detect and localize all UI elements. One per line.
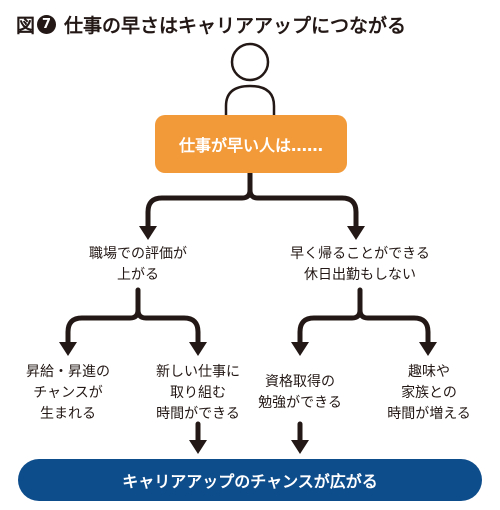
figure-number-badge: 7 — [37, 14, 57, 34]
label-new-work-time: 新しい仕事に 取り組む 時間ができる — [156, 364, 240, 422]
career-up-banner: キャリアアップのチャンスが広がる — [18, 459, 482, 501]
branch-top — [145, 170, 359, 231]
arrows-to-bottom — [195, 421, 303, 445]
branch-right — [297, 287, 431, 347]
branch-left — [65, 287, 201, 347]
arrow-head — [347, 226, 365, 240]
arrow-head — [291, 440, 309, 454]
arrow-head — [291, 342, 309, 356]
arrow-head — [419, 342, 437, 356]
label-raise-promotion: 昇給・昇進の チャンスが 生まれる — [26, 364, 110, 422]
diagram-title: 仕事の早さはキャリアアップにつながる — [64, 14, 407, 37]
label-go-home-early: 早く帰ることができる 休日出勤もしない — [290, 246, 430, 283]
arrow-head — [59, 342, 77, 356]
figure-header: 図 7 仕事の早さはキャリアアップにつながる — [16, 8, 406, 40]
label-hobby-family-time: 趣味や 家族との 時間が増える — [387, 364, 471, 422]
arrow-head — [189, 342, 207, 356]
label-qualification-study: 資格取得の 勉強ができる — [258, 374, 342, 411]
arrow-head — [189, 440, 207, 454]
arrow-head — [139, 226, 157, 240]
label-evaluation-up: 職場での評価が 上がる — [89, 246, 187, 283]
fast-worker-box: 仕事が早い人は…… — [155, 115, 347, 173]
figure-label: 図 — [16, 14, 36, 37]
